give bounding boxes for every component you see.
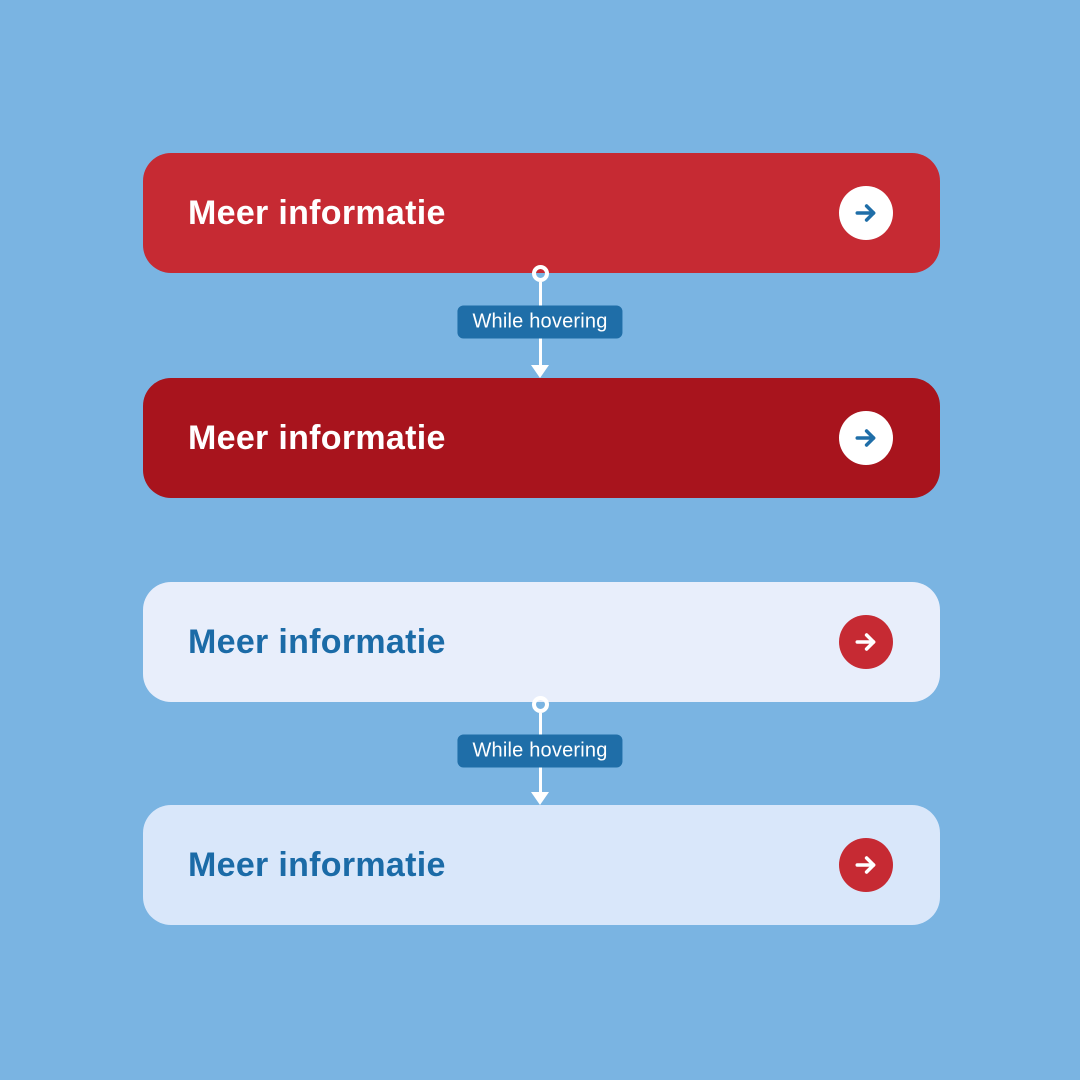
button-label: Meer informatie [188, 845, 446, 884]
arrow-right-icon [839, 615, 893, 669]
button-label: Meer informatie [188, 418, 446, 457]
arrow-down-icon [531, 365, 549, 378]
button-label: Meer informatie [188, 193, 446, 232]
button-label: Meer informatie [188, 622, 446, 661]
more-info-button-red-default[interactable]: Meer informatie [143, 153, 940, 273]
more-info-button-light-default[interactable]: Meer informatie [143, 582, 940, 702]
while-hovering-badge: While hovering [457, 305, 623, 338]
hover-transition-connector: While hovering [430, 696, 650, 805]
while-hovering-badge: While hovering [457, 734, 623, 767]
more-info-button-red-hover[interactable]: Meer informatie [143, 378, 940, 498]
arrow-right-icon [839, 186, 893, 240]
connector-line [538, 713, 542, 792]
connector-line [538, 282, 542, 365]
more-info-button-light-hover[interactable]: Meer informatie [143, 805, 940, 925]
arrow-down-icon [531, 792, 549, 805]
arrow-right-icon [839, 411, 893, 465]
hover-transition-connector: While hovering [430, 265, 650, 378]
arrow-right-icon [839, 838, 893, 892]
